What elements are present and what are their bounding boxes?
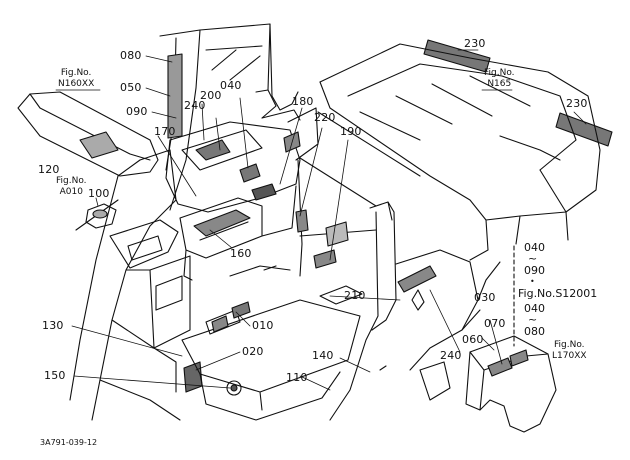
fig-ref-l170xx: Fig.No. L170XX <box>552 340 587 362</box>
part-label-240-upper: 240 <box>184 99 206 112</box>
part-label-010: 010 <box>252 319 274 332</box>
cross-ref-line2: 090 <box>524 264 545 277</box>
air-vent-panel <box>179 185 297 281</box>
cross-ref-tilde2: ~ <box>528 313 538 326</box>
drawing-code: 3A791-039-12 <box>40 438 98 447</box>
fig-ref-number: N160XX <box>58 79 95 89</box>
fig-ref-number: A010 <box>59 187 83 197</box>
part-label-130: 130 <box>42 319 64 332</box>
leader-lines <box>71 49 587 391</box>
left-console <box>99 255 242 421</box>
fig-ref-label: Fig.No. <box>484 68 515 78</box>
part-label-050: 050 <box>120 81 142 94</box>
fig-ref-label: Fig.No. <box>60 68 92 78</box>
part-label-100: 100 <box>88 187 110 200</box>
part-label-160: 160 <box>230 247 252 260</box>
cross-ref-line1: 040 <box>524 241 545 254</box>
part-label-040: 040 <box>220 79 242 92</box>
part-label-210: 210 <box>344 289 366 302</box>
part-label-150: 150 <box>44 369 66 382</box>
right-side-panel <box>379 249 501 401</box>
cross-ref-fig: Fig.No.S12001 <box>518 287 598 300</box>
part-label-070: 070 <box>484 317 506 330</box>
part-label-090: 090 <box>126 105 148 118</box>
cross-ref-line4: 080 <box>524 325 545 338</box>
cross-ref-dot: • <box>530 277 535 286</box>
part-label-140: 140 <box>312 349 334 362</box>
part-label-110: 110 <box>286 371 308 384</box>
part-label-020: 020 <box>242 345 264 358</box>
upper-dashboard <box>165 107 319 213</box>
front-pillar-left <box>159 29 201 211</box>
cross-ref-tilde1: ~ <box>528 252 538 265</box>
fig-ref-label: Fig.No. <box>553 340 585 350</box>
part-label-120: 120 <box>38 163 60 176</box>
part-label-170: 170 <box>154 125 176 138</box>
fig-ref-label: Fig.No. <box>56 176 87 186</box>
rear-fender <box>465 335 557 433</box>
sun-visor <box>17 91 159 177</box>
part-label-080: 080 <box>120 49 142 62</box>
part-label-190: 190 <box>340 125 362 138</box>
part-label-230-top: 230 <box>464 37 486 50</box>
cab-floor <box>181 265 363 421</box>
decal-230-right <box>555 112 613 147</box>
rear-right-pillar <box>329 201 397 421</box>
dome-light <box>85 203 117 229</box>
fig-ref-a010: Fig.No. A010 <box>56 176 87 198</box>
part-label-180: 180 <box>292 95 314 108</box>
part-label-030: 030 <box>474 291 496 304</box>
cross-ref-line3: 040 <box>524 302 545 315</box>
part-label-060: 060 <box>462 333 484 346</box>
cross-ref-block: 040 ~ 090 • Fig.No.S12001 040 ~ 080 <box>518 240 630 339</box>
part-label-220: 220 <box>314 111 336 124</box>
part-label-200: 200 <box>200 89 222 102</box>
fig-ref-number: N165 <box>487 79 512 89</box>
fig-ref-number: L170XX <box>552 351 587 361</box>
windshield <box>199 23 299 119</box>
roof-panel <box>319 43 601 261</box>
fig-ref-n165: Fig.No. N165 <box>484 68 515 90</box>
fig-ref-n160xx: Fig.No. N160XX <box>58 68 94 90</box>
part-label-240-lower: 240 <box>440 349 462 362</box>
part-label-230-right: 230 <box>566 97 588 110</box>
